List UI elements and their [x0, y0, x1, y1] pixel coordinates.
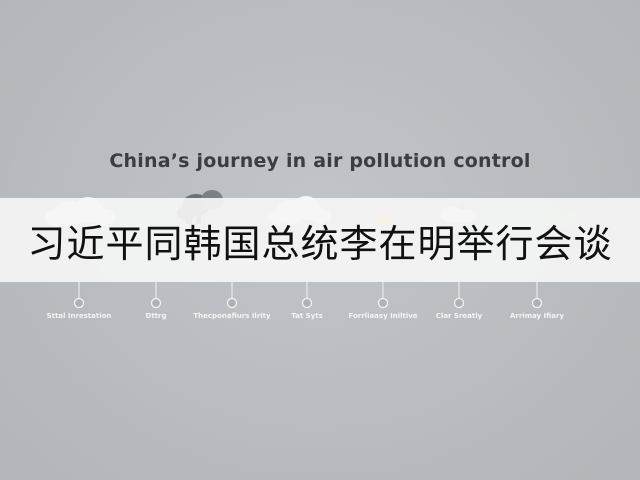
stage-label-2: Dttrg	[145, 312, 167, 320]
stage-label-3: Thecponafiurs Ilrity	[193, 312, 271, 320]
stage-label-6: Clar Sreatly	[435, 312, 483, 320]
stage-label-7: Arrimay Ifiary	[509, 312, 565, 320]
stage-2-node	[150, 297, 162, 309]
timeline-connectors	[78, 282, 538, 298]
caption-banner: 习近平同韩国总统李在明举行会谈	[0, 198, 640, 282]
stage-7-node	[531, 297, 543, 309]
stage-1-node	[73, 297, 85, 309]
diagram-title: China’s journey in air pollution control	[109, 150, 531, 172]
timeline-nodes	[73, 297, 543, 309]
stage-6-node	[453, 297, 465, 309]
stage-4-node	[301, 297, 313, 309]
stage-5-node	[377, 297, 389, 309]
stage-3-node	[226, 297, 238, 309]
stage-label-4: Tat Syts	[291, 312, 323, 320]
banner-caption: 习近平同韩国总统李在明举行会谈	[27, 221, 613, 266]
stage-label-5: Forrliaasy Iniltive	[348, 312, 418, 320]
stage-label-1: Sttal Inrestation	[46, 312, 112, 320]
